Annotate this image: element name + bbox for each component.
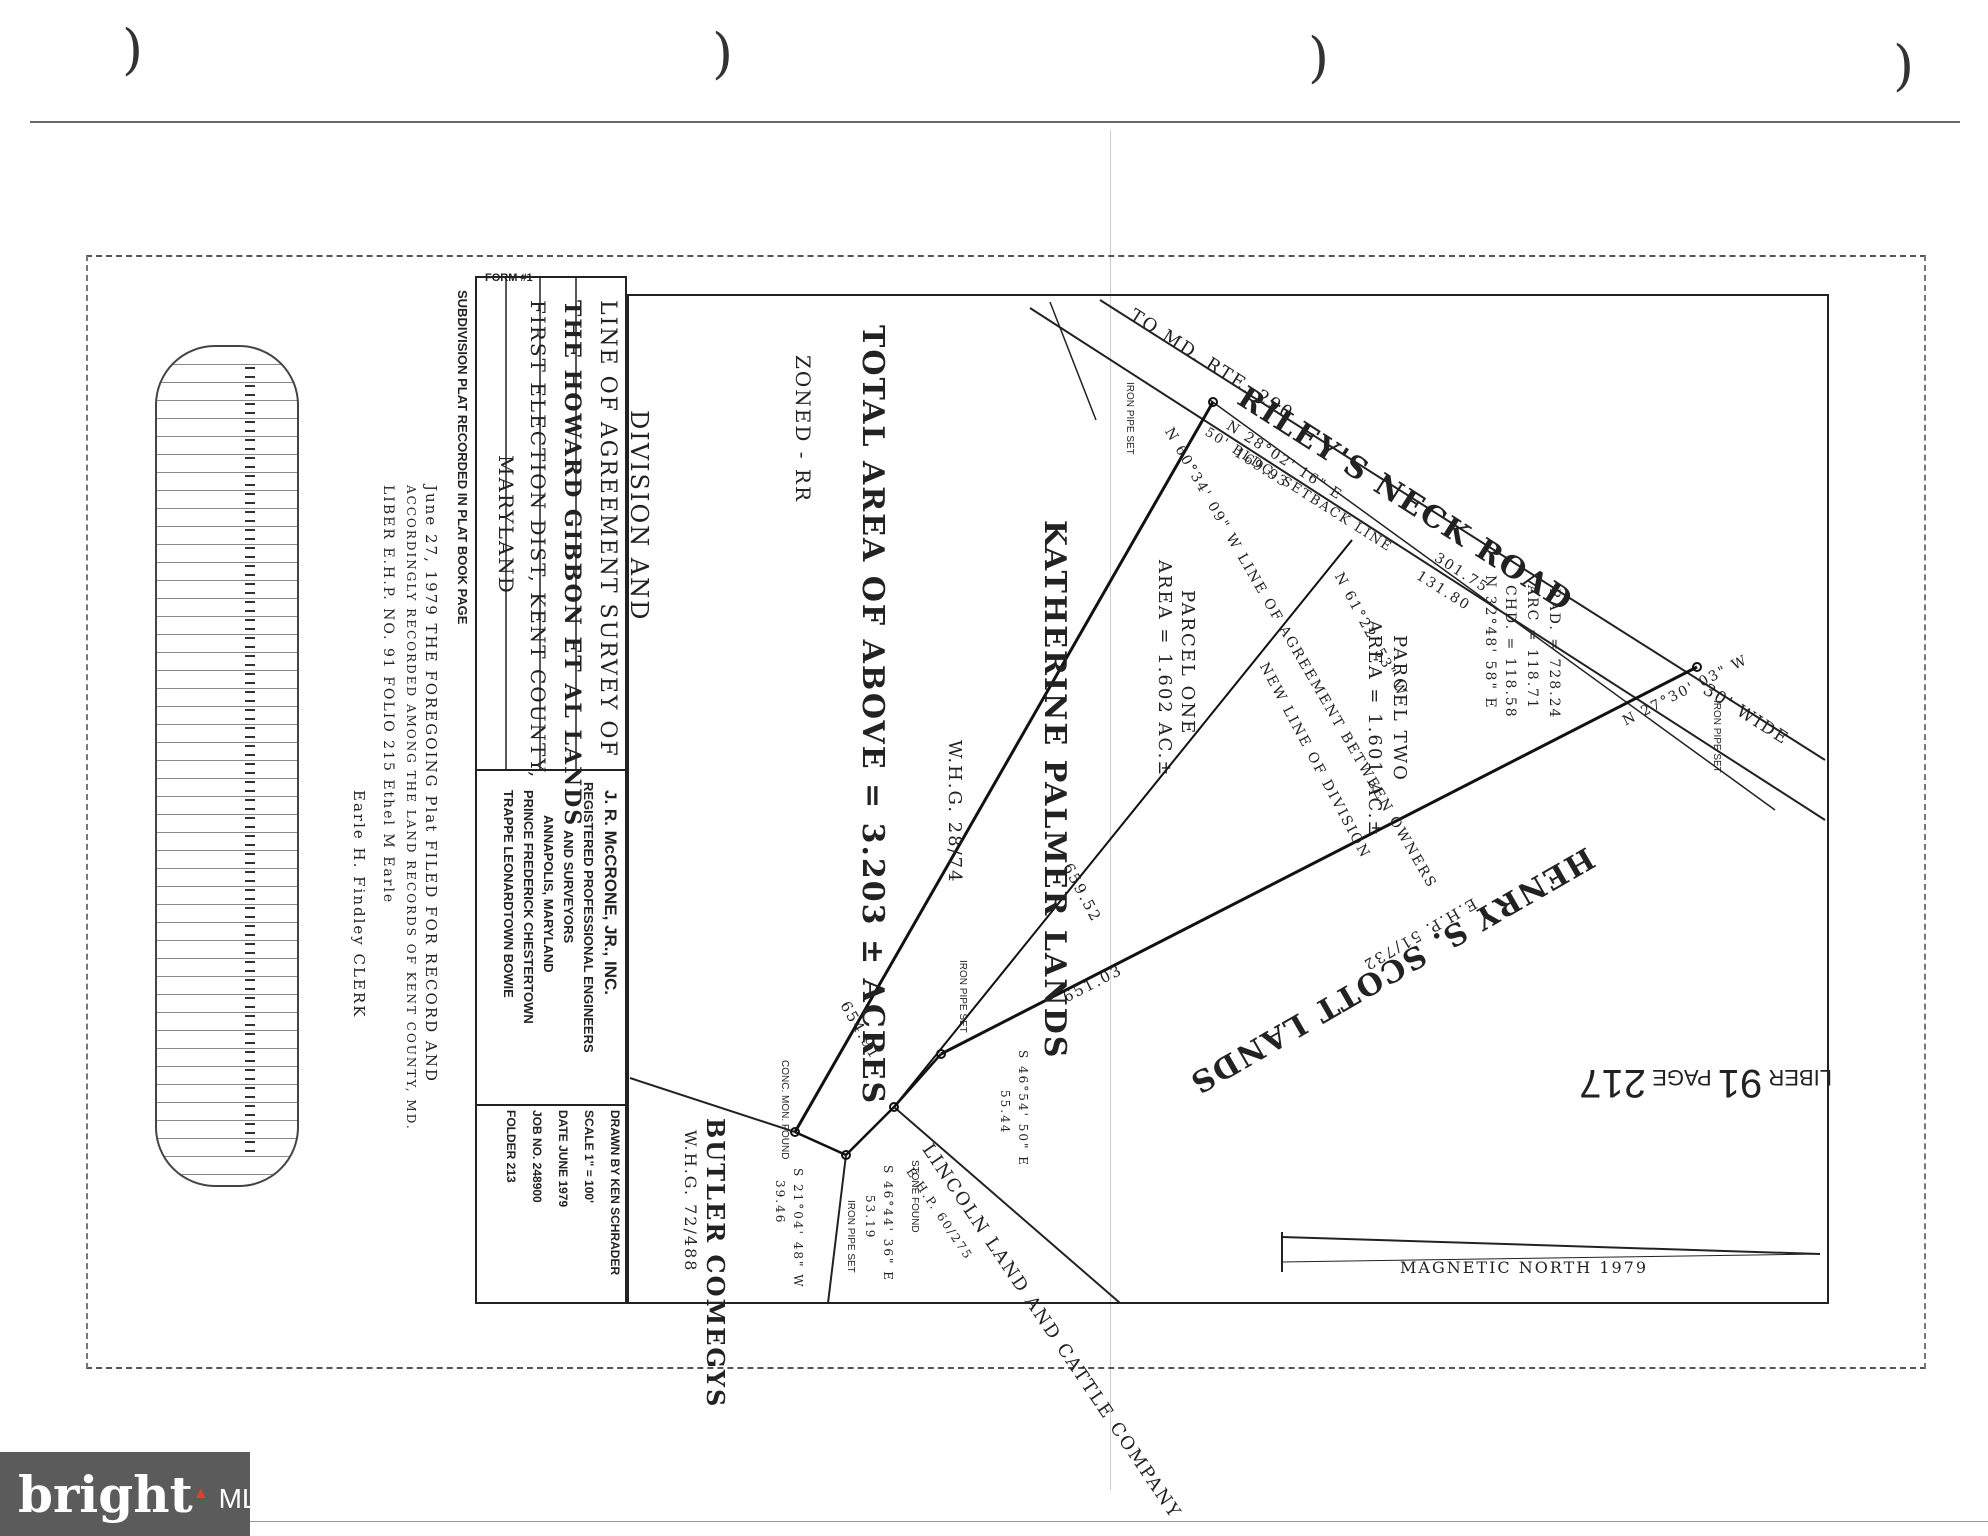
title-line-2: LINE OF AGREEMENT SURVEY OF	[595, 300, 620, 758]
iron-pipe-label-2: IRON PIPE SET	[1711, 700, 1722, 773]
job-number: JOB NO. 248900	[530, 1110, 544, 1203]
parcel-one-area: AREA = 1.602 AC.±	[1154, 560, 1175, 778]
firm-line-4: ANNAPOLIS, MARYLAND	[541, 815, 556, 973]
scott-boundary	[940, 665, 1698, 1056]
s21-dist: 39.46	[773, 1180, 787, 1225]
palmer-lands: KATHERINE PALMER LANDS	[1037, 520, 1072, 1060]
s46-bottom-dist: 53.19	[863, 1195, 877, 1240]
firm-name: J. R. McCRONE, JR., INC.	[601, 790, 620, 995]
binding-mark: )	[122, 18, 144, 81]
plat-frame	[627, 294, 1829, 1304]
scale: SCALE 1" = 100'	[582, 1110, 596, 1203]
title-line-1: DIVISION AND	[625, 410, 653, 622]
setback-line	[1209, 399, 1776, 811]
s21-bearing: S 21°04' 48" W	[791, 1168, 805, 1289]
division-line	[893, 539, 1353, 1108]
stone-found-label: STONE FOUND	[909, 1160, 920, 1233]
road-edge-south	[1029, 307, 1826, 821]
recording-line-4: LIBER E.H.P. NO. 91 FOLIO 215 Ethel M Ea…	[380, 485, 396, 905]
firm-line-5: PRINCE FREDERICK CHESTERTOWN	[521, 790, 536, 1024]
fold-line	[1110, 130, 1111, 1490]
recording-line-1: SUBDIVISION PLAT RECORDED IN PLAT BOOK P…	[455, 290, 470, 625]
bright-mls-logo: bright ▲ MLS	[0, 1452, 276, 1536]
s46-top-bearing: S 46°54' 50" E	[1016, 1050, 1030, 1168]
radius: RAD. = 728.24	[1546, 588, 1562, 720]
liber-label: LIBER 91 PAGE 217	[1579, 1061, 1832, 1105]
parcel-two: PARCEL TWO	[1389, 635, 1410, 782]
title-line-5: MARYLAND	[494, 455, 518, 595]
title-block-box	[475, 276, 627, 1304]
top-rule	[30, 121, 1960, 123]
firm-line-6: TRAPPE LEONARDTOWN BOWIE	[501, 790, 516, 998]
firm-line-3: AND SURVEYORS	[561, 830, 576, 944]
conc-mon-label: CONC. MON. FOUND	[779, 1060, 790, 1160]
butler-ref: W.H.G. 72/488	[681, 1130, 700, 1273]
iron-pipe-label-3: IRON PIPE SET	[957, 960, 968, 1033]
parcel-one: PARCEL ONE	[1177, 590, 1198, 736]
binding-mark: )	[1308, 26, 1330, 89]
butler-comegys: BUTLER COMEGYS	[701, 1118, 730, 1409]
recording-line-3: ACCORDINGLY RECORDED AMONG THE LAND RECO…	[404, 485, 418, 1131]
date: DATE JUNE 1979	[556, 1110, 570, 1208]
chord-bearing: N 32°48' 58" E	[1482, 575, 1498, 710]
recording-line-5: Earle H. Findley CLERK	[350, 790, 368, 1019]
brand-name: bright	[18, 1464, 193, 1524]
brand-suffix: MLS	[218, 1483, 277, 1514]
palmer-ref: W.H.G. 28/74	[944, 740, 965, 884]
palmer-boundary	[793, 401, 1215, 1133]
iron-pipe-label-1: IRON PIPE SET	[1124, 382, 1135, 455]
plat-sheet	[86, 255, 1926, 1369]
binding-mark: )	[712, 22, 734, 85]
magnetic-north: MAGNETIC NORTH 1979	[1400, 1258, 1649, 1277]
road-edge-north	[1099, 299, 1826, 761]
bottom-rule	[250, 1521, 1988, 1522]
arc-length: ARC = 118.71	[1524, 585, 1540, 710]
total-area: TOTAL AREA OF ABOVE = 3.203 ± ACRES	[855, 325, 890, 1106]
chord: CHD. = 118.58	[1502, 585, 1518, 719]
firm-line-2: REGISTERED PROFESSIONAL ENGINEERS	[581, 782, 596, 1053]
folder: FOLDER 213	[504, 1110, 518, 1183]
drawn-by: DRAWN BY KEN SCHRADER	[608, 1110, 622, 1276]
form-label: FORM #1	[485, 272, 533, 284]
zoned: ZONED - RR	[791, 355, 815, 504]
ruler-image	[155, 345, 299, 1187]
title-line-4: FIRST ELECTION DIST, KENT COUNTY,	[526, 300, 550, 780]
brand-dot-icon: ▲	[192, 1485, 209, 1502]
title-line-3: THE HOWARD GIBBON ET AL LANDS	[559, 300, 585, 828]
iron-pipe-label-4: IRON PIPE SET	[845, 1200, 856, 1273]
s46-bottom-bearing: S 46°44' 36" E	[881, 1165, 895, 1283]
binding-mark: )	[1893, 34, 1915, 97]
s46-top-dist: 55.44	[998, 1090, 1012, 1135]
recording-line-2: June 27, 1979 THE FOREGOING Plat FILED F…	[422, 485, 440, 1083]
north-arrow-shaft	[1281, 1236, 1821, 1255]
